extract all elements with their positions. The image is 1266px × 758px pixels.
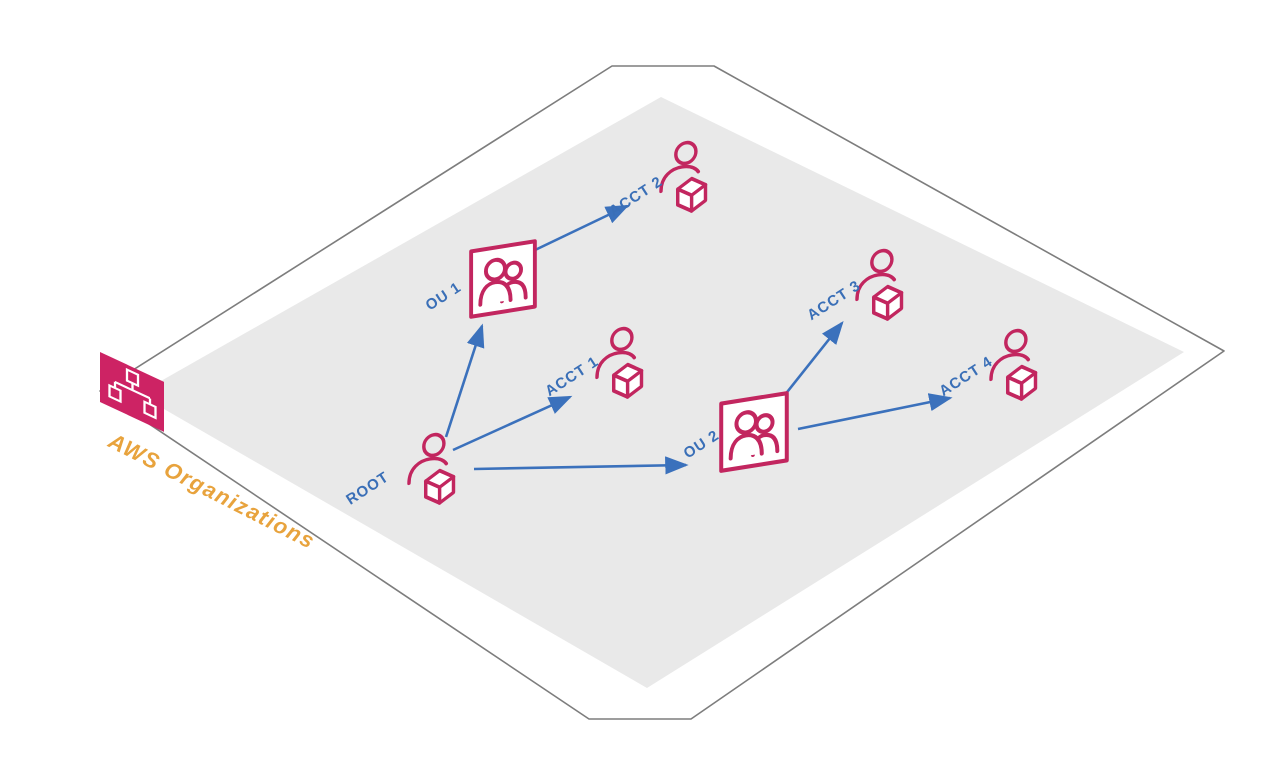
- organizations-icon: [108, 367, 157, 420]
- organizational-unit-icon: [718, 390, 789, 474]
- edge-root-ou2: [473, 456, 689, 475]
- node-acct-4: ACCT 4: [936, 328, 1044, 404]
- edge-root-acct1: [452, 395, 573, 452]
- edge-ou2-acct3: [778, 320, 844, 402]
- node-acct-1: ACCT 1: [542, 326, 650, 402]
- edge-ou2-acct4: [797, 393, 953, 431]
- organizational-unit-icon: [468, 238, 537, 320]
- account-icon: [652, 135, 713, 222]
- node-ou-2: OU 2: [681, 396, 790, 468]
- node-root: ROOT: [343, 432, 462, 508]
- edges: [444, 204, 953, 475]
- aws-organizations-badge: [100, 352, 164, 432]
- account-icon: [400, 427, 461, 514]
- edge-ou1-acct2: [532, 204, 630, 253]
- edge-root-ou1: [444, 323, 485, 438]
- node-acct-2: ACCT 2: [606, 140, 714, 220]
- plane-surface: [138, 97, 1184, 688]
- node-acct-3: ACCT 3: [804, 248, 910, 324]
- node-ou-1: OU 1: [423, 244, 538, 314]
